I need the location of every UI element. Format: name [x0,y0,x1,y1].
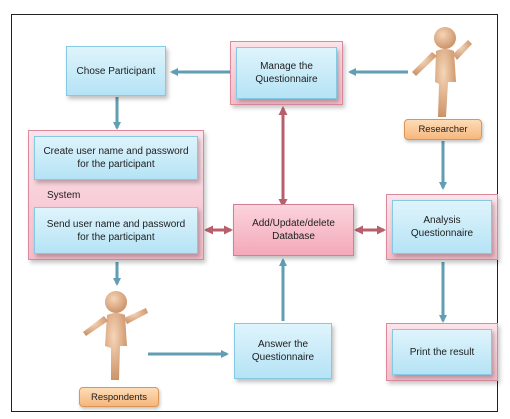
create-user-label: Create user name and password for the pa… [43,146,189,170]
respondents-arm-right [124,308,148,324]
database-box: Add/Update/delete Database [233,204,354,256]
respondents-label-box: Respondents [79,387,159,407]
answer-box: Answer the Questionnaire [234,323,332,379]
print-box: Print the result [392,329,492,375]
create-user-box: Create user name and password for the pa… [34,136,198,180]
respondents-figure [83,291,148,380]
respondents-arm-left [83,316,108,336]
send-user-box: Send user name and password for the part… [34,207,198,254]
chose-participant-box: Chose Participant [66,46,166,96]
respondents-head [105,291,127,313]
analysis-label: Analysis Questionnaire [410,215,474,239]
chose-participant-label: Chose Participant [76,65,156,77]
database-label: Add/Update/delete Database [252,218,335,242]
answer-label: Answer the Questionnaire [251,339,315,363]
analysis-box: Analysis Questionnaire [392,200,492,254]
respondents-label: Respondents [91,391,147,403]
system-label: System [47,190,81,201]
researcher-figure [412,27,472,117]
manage-questionnaire-box: Manage the Questionnaire [236,47,337,99]
respondents-body [105,313,127,380]
researcher-arm-left [412,52,437,76]
researcher-head [434,27,456,49]
researcher-label: Researcher [418,124,468,135]
researcher-arm-right [453,40,472,60]
manage-questionnaire-label: Manage the Questionnaire [255,61,318,85]
researcher-body [435,49,456,117]
send-user-label: Send user name and password for the part… [46,218,186,243]
print-label: Print the result [409,346,475,358]
researcher-label-box: Researcher [404,119,482,140]
